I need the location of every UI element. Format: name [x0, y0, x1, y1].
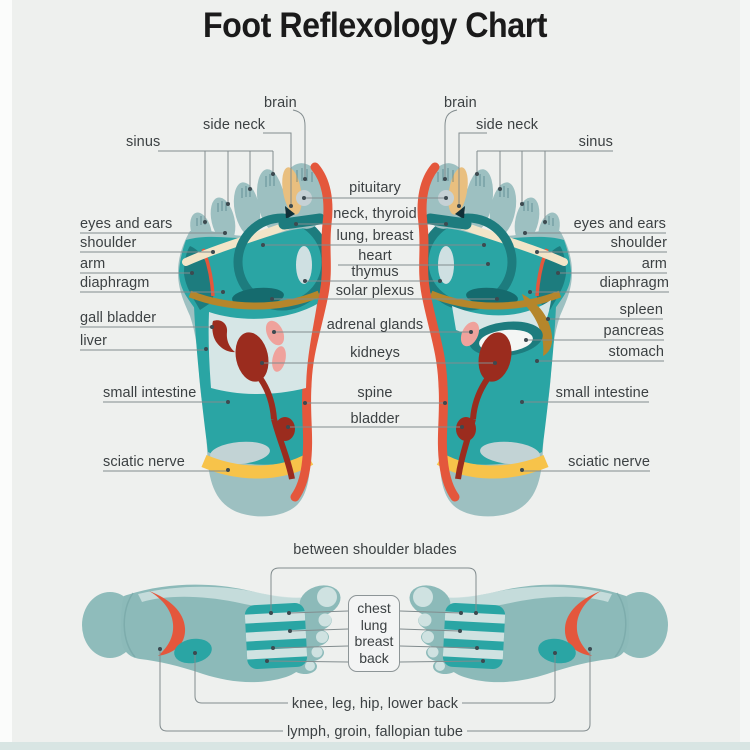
label-breast: breast: [354, 633, 394, 650]
label-back: back: [359, 649, 389, 666]
label-shoulder-left: shoulder: [80, 235, 137, 251]
label-shoulder-right: shoulder: [610, 235, 667, 251]
leader-dots: [158, 172, 592, 663]
label-lung: lung: [360, 616, 388, 633]
right-edge-strip: [740, 0, 750, 750]
label-sinus-right: sinus: [578, 134, 613, 150]
topview-right-foot: [404, 579, 669, 683]
label-sciatic-nerve-left: sciatic nerve: [103, 454, 185, 470]
label-thymus: thymus: [351, 264, 399, 280]
label-side-neck-left: side neck: [203, 117, 266, 133]
label-small-intestine-right: small intestine: [555, 385, 649, 401]
label-adrenal-glands: adrenal glands: [326, 317, 424, 333]
chest-lung-breast-back-box: chest lung breast back: [348, 595, 400, 672]
label-arm-left: arm: [80, 256, 106, 272]
label-arm-right: arm: [641, 256, 667, 272]
label-lung-breast: lung, breast: [336, 228, 414, 244]
topview-left-foot: [81, 579, 346, 683]
sole-right-foot-organs: [452, 294, 553, 480]
label-neck-thyroid: neck, thyroid: [333, 206, 417, 222]
label-chest: chest: [357, 600, 391, 616]
left-edge-strip: [0, 0, 12, 750]
label-stomach: stomach: [608, 344, 664, 360]
label-kidneys: kidneys: [350, 345, 400, 361]
label-brain-right: brain: [444, 95, 477, 111]
label-bladder: bladder: [350, 411, 400, 427]
label-eyes-and-ears-left: eyes and ears: [80, 216, 173, 232]
label-sciatic-nerve-right: sciatic nerve: [568, 454, 650, 470]
label-solar-plexus: solar plexus: [335, 283, 415, 299]
leader-lines: [80, 109, 669, 732]
label-small-intestine-left: small intestine: [103, 385, 197, 401]
label-eyes-and-ears-right: eyes and ears: [573, 216, 666, 232]
label-spleen: spleen: [619, 302, 663, 318]
label-between-shoulder-blades: between shoulder blades: [293, 542, 457, 558]
label-knee-leg-hip-lower-back: knee, leg, hip, lower back: [291, 696, 459, 712]
label-diaphragm-left: diaphragm: [80, 275, 150, 291]
label-gall-bladder: gall bladder: [80, 310, 157, 326]
label-pancreas: pancreas: [603, 323, 664, 339]
label-diaphragm-right: diaphragm: [599, 275, 669, 291]
label-heart: heart: [358, 248, 392, 264]
label-sinus-left: sinus: [126, 134, 161, 150]
label-pituitary: pituitary: [349, 180, 401, 196]
label-spine: spine: [357, 385, 393, 401]
label-liver: liver: [80, 333, 108, 349]
label-lymph-groin-fallopian-tube: lymph, groin, fallopian tube: [286, 724, 464, 740]
label-brain-left: brain: [264, 95, 297, 111]
sole-left-foot: [178, 160, 330, 516]
page-title: Foot Reflexology Chart: [202, 6, 548, 45]
bottom-edge-strip: [0, 742, 750, 750]
label-side-neck-right: side neck: [476, 117, 539, 133]
